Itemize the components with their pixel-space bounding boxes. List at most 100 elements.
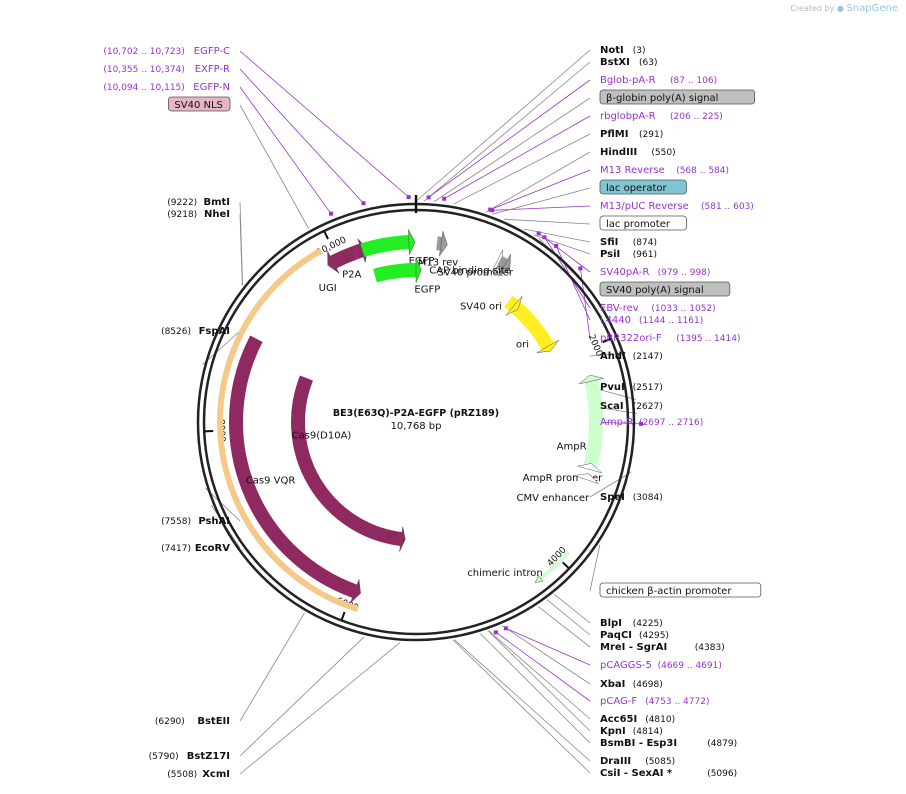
feature-arrowhead xyxy=(408,230,415,255)
enzyme-name: Acc65I xyxy=(600,714,637,725)
map-title: BE3(E63Q)-P2A-EGFP (pRZ189) xyxy=(333,408,499,419)
enzyme-label[interactable]: PsiI(961) xyxy=(600,249,657,260)
primer-label[interactable]: L4440(1144 .. 1161) xyxy=(600,315,703,326)
enzyme-name: PshAI xyxy=(198,516,230,527)
box-label[interactable]: SV40 poly(A) signal xyxy=(600,282,730,296)
enzyme-label[interactable]: CsiI - SexAI *(5096) xyxy=(600,768,737,779)
enzyme-position: (6290) xyxy=(155,717,185,727)
primer-name: EGFP-N xyxy=(193,82,230,93)
leader-line xyxy=(538,606,590,647)
feature-arc[interactable] xyxy=(355,250,361,252)
primer-position: (568 .. 584) xyxy=(676,166,729,176)
primer-label[interactable]: Amp-R(2697 .. 2716) xyxy=(600,417,703,428)
enzyme-label[interactable]: HindIII(550) xyxy=(600,147,676,158)
primer-site-mark xyxy=(407,195,411,199)
feature-label: EGFP xyxy=(414,284,440,295)
leader-line xyxy=(480,633,590,743)
primer-site-mark xyxy=(494,630,498,634)
enzyme-name: NheI xyxy=(204,209,230,220)
enzyme-label[interactable]: BstEII(6290) xyxy=(155,716,230,727)
enzyme-position: (63) xyxy=(639,58,657,68)
primer-name: pCAGGS-5 xyxy=(600,660,652,671)
feature-arc[interactable] xyxy=(236,339,355,591)
enzyme-label[interactable]: NheI(9218) xyxy=(167,209,230,220)
enzyme-name: PvuI xyxy=(600,382,625,393)
feature-arc[interactable] xyxy=(362,242,408,250)
enzyme-label[interactable]: XcmI(5508) xyxy=(167,769,230,780)
enzyme-label[interactable]: SfiI(874) xyxy=(600,237,657,248)
enzyme-label[interactable]: BsmBI - Esp3I(4879) xyxy=(600,738,737,749)
enzyme-label[interactable]: SpeI(3084) xyxy=(600,492,663,503)
enzyme-position: (7558) xyxy=(161,517,191,527)
feature-box-text: lac promoter xyxy=(606,219,671,230)
enzyme-label[interactable]: XbaI(4698) xyxy=(600,679,663,690)
enzyme-label[interactable]: NotI(3) xyxy=(600,45,646,56)
feature-arc[interactable] xyxy=(333,252,355,262)
box-label[interactable]: lac operator xyxy=(600,180,686,194)
leader-line xyxy=(454,640,590,761)
enzyme-label[interactable]: PaqCI(4295) xyxy=(600,630,669,641)
enzyme-label[interactable]: AhdI(2147) xyxy=(600,351,663,362)
enzyme-position: (4225) xyxy=(633,619,663,629)
primer-name: SV40pA-R xyxy=(600,267,649,278)
enzyme-label[interactable]: EcoRV(7417) xyxy=(161,543,230,554)
enzyme-position: (4810) xyxy=(645,715,675,725)
leader-line xyxy=(453,640,590,773)
enzyme-label[interactable]: DraIII(5085) xyxy=(600,756,675,767)
feature-arc[interactable] xyxy=(375,270,416,276)
enzyme-label[interactable]: BstXI(63) xyxy=(600,57,657,68)
primer-label[interactable]: pCAGGS-5(4669 .. 4691) xyxy=(600,660,722,671)
enzyme-label[interactable]: MreI - SgrAI(4383) xyxy=(600,642,725,653)
primer-label[interactable]: SV40pA-R(979 .. 998) xyxy=(600,267,710,278)
enzyme-label[interactable]: ScaI(2627) xyxy=(600,401,663,412)
enzyme-label[interactable]: PflMI(291) xyxy=(600,129,663,140)
box-label[interactable]: β-globin poly(A) signal xyxy=(600,90,755,104)
primer-label[interactable]: M13/pUC Reverse (581 .. 603) xyxy=(600,201,754,212)
enzyme-label[interactable]: FspAI(8526) xyxy=(161,326,230,337)
primer-name: pCAG-F xyxy=(600,696,637,707)
enzyme-label[interactable]: Acc65I (4810) xyxy=(600,714,675,725)
primer-label[interactable]: EGFP-C(10,702 .. 10,723) xyxy=(103,46,230,57)
primer-label[interactable]: EGFP-N(10,094 .. 10,115) xyxy=(103,82,230,93)
primer-site-mark xyxy=(504,626,508,630)
leader-line xyxy=(240,51,409,197)
feature-label: CMV enhancer xyxy=(516,493,590,504)
primer-label[interactable]: Bglob-pA-R(87 .. 106) xyxy=(600,75,717,86)
leader-line xyxy=(504,219,590,224)
feature-label: SV40 ori xyxy=(460,301,502,312)
primer-name: Bglob-pA-R xyxy=(600,75,656,86)
snapgene-logo-icon: ● xyxy=(837,4,844,13)
box-label[interactable]: SV40 NLS xyxy=(168,97,230,111)
primer-name: M13/pUC Reverse xyxy=(600,201,689,212)
enzyme-label[interactable]: KpnI(4814) xyxy=(600,726,663,737)
credit-prefix: Created by xyxy=(790,4,834,13)
feature-arc[interactable] xyxy=(508,301,514,305)
primer-position: (10,702 .. 10,723) xyxy=(103,47,184,57)
primer-label[interactable]: EXFP-R(10,355 .. 10,374) xyxy=(103,64,230,75)
leader-line xyxy=(240,105,309,229)
primer-label[interactable]: pBR322ori-F(1395 .. 1414) xyxy=(600,333,740,344)
primer-label[interactable]: EBV-rev(1033 .. 1052) xyxy=(600,303,716,314)
feature-box-text: SV40 poly(A) signal xyxy=(606,285,704,296)
box-label[interactable]: lac promoter xyxy=(600,216,686,230)
feature-arc[interactable] xyxy=(298,378,401,539)
leader-line xyxy=(434,98,590,202)
enzyme-label[interactable]: BmtI(9222) xyxy=(167,197,230,208)
feature-arc[interactable] xyxy=(590,381,596,469)
enzyme-position: (7417) xyxy=(161,544,191,554)
tick-mark xyxy=(563,562,570,568)
feature-arc[interactable] xyxy=(437,243,441,244)
enzyme-label[interactable]: PshAI (7558) xyxy=(161,516,230,527)
primer-label[interactable]: pCAG-F(4753 .. 4772) xyxy=(600,696,709,707)
box-label[interactable]: chicken β-actin promoter xyxy=(600,583,761,597)
primer-label[interactable]: M13 Reverse (568 .. 584) xyxy=(600,165,729,176)
feature-arc[interactable] xyxy=(462,248,497,261)
enzyme-label[interactable]: BstZ17I(5790) xyxy=(149,751,230,762)
primer-label[interactable]: rbglobpA-R(206 .. 225) xyxy=(600,111,723,122)
primer-position: (581 .. 603) xyxy=(701,202,754,212)
primer-site-mark xyxy=(554,244,558,248)
enzyme-label[interactable]: BlpI(4225) xyxy=(600,618,663,629)
primer-name: M13 Reverse xyxy=(600,165,665,176)
enzyme-name: BstZ17I xyxy=(187,751,230,762)
